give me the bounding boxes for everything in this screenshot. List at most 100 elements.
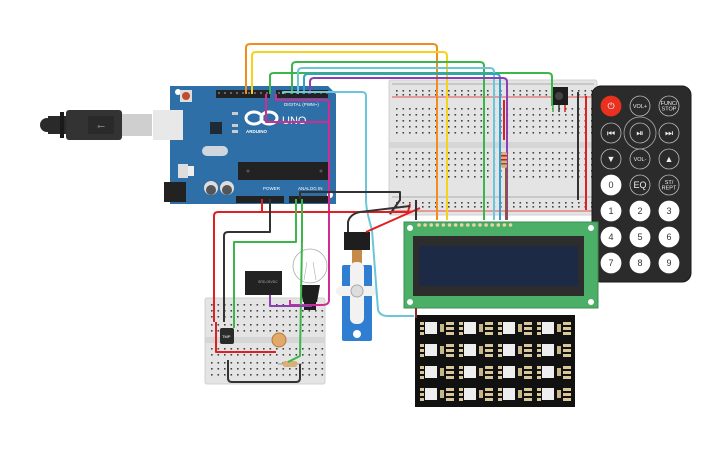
- wire-red-3: [215, 322, 276, 353]
- remote-button[interactable]: VOL-: [629, 148, 651, 170]
- remote-button[interactable]: VOL+: [629, 95, 651, 117]
- neopixel-led: [537, 322, 571, 335]
- svg-text:▲: ▲: [665, 154, 674, 164]
- lcd-pin[interactable]: [496, 223, 501, 227]
- arduino-logo: [244, 110, 279, 126]
- remote-button[interactable]: 1: [600, 200, 622, 222]
- neopixel-led: [498, 344, 532, 357]
- remote-button[interactable]: ⏮: [600, 122, 622, 144]
- analog-label: ANALOG IN: [298, 186, 323, 191]
- wire-green-3: [233, 199, 297, 328]
- neopixel-led: [420, 322, 454, 335]
- lcd-pin[interactable]: [435, 223, 440, 227]
- lcd-pin[interactable]: [508, 223, 513, 227]
- remote-button[interactable]: ⏻: [600, 95, 622, 117]
- ir-remote[interactable]: ⏻ VOL+ FUNC/STOP ⏮ ⏯ ⏭ ▼ VOL- ▲ 0 EQ ST/REPT 1 2 3 4 5 6 7…: [591, 85, 692, 283]
- digital-label: DIGITAL (PWM~): [284, 102, 319, 107]
- svg-text:5: 5: [637, 232, 642, 242]
- svg-text:▼: ▼: [607, 154, 616, 164]
- brand-label: ARDUINO: [246, 129, 267, 134]
- remote-button[interactable]: 5: [629, 226, 651, 248]
- wire-blue: [303, 73, 501, 220]
- lcd-display[interactable]: [403, 221, 599, 309]
- svg-text:SRD-05VDC: SRD-05VDC: [258, 280, 278, 284]
- remote-button[interactable]: 4: [600, 226, 622, 248]
- svg-text:TMP: TMP: [222, 334, 231, 339]
- lcd-pin[interactable]: [423, 223, 427, 227]
- svg-text:9: 9: [666, 258, 671, 268]
- lcd-pin[interactable]: [484, 223, 488, 227]
- svg-text:1: 1: [608, 206, 613, 216]
- lcd-pin[interactable]: [441, 223, 446, 227]
- wire-purple-relay: [269, 295, 312, 307]
- neopixel-led: [459, 322, 493, 335]
- wire-yellow: [251, 51, 448, 220]
- power-label: POWER: [263, 186, 281, 191]
- lcd-pin[interactable]: [472, 223, 476, 227]
- neopixel-led: [420, 366, 454, 379]
- lcd-screen: [419, 246, 578, 286]
- resistor-small: [278, 361, 302, 367]
- lcd-pin[interactable]: [459, 223, 464, 227]
- remote-button[interactable]: EQ: [629, 174, 651, 196]
- remote-button[interactable]: ⏭: [658, 122, 680, 144]
- neopixel-led: [498, 388, 532, 401]
- svg-text:8: 8: [637, 258, 642, 268]
- remote-button[interactable]: 7: [600, 252, 622, 274]
- resistor-large: [501, 152, 507, 168]
- neopixel-led: [537, 388, 571, 401]
- wire-magenta-2: [265, 94, 330, 123]
- svg-text:⏻: ⏻: [607, 101, 614, 111]
- remote-button[interactable]: ST/REPT: [658, 174, 680, 196]
- temperature-sensor: TMP: [220, 328, 234, 344]
- lcd-pin[interactable]: [466, 223, 470, 227]
- neopixel-led: [420, 344, 454, 357]
- remote-button[interactable]: ▼: [600, 148, 622, 170]
- lcd-pin[interactable]: [429, 223, 434, 227]
- remote-button[interactable]: 8: [629, 252, 651, 274]
- wire-black-servo: [347, 205, 411, 232]
- svg-text:FUNC/: FUNC/: [661, 101, 678, 107]
- lcd-pin[interactable]: [447, 223, 452, 227]
- remote-button[interactable]: FUNC/STOP: [658, 95, 680, 117]
- remote-button[interactable]: 6: [658, 226, 680, 248]
- remote-button[interactable]: 3: [658, 200, 680, 222]
- svg-text:7: 7: [608, 258, 613, 268]
- neopixel-led: [537, 366, 571, 379]
- wire-magenta-1: [275, 94, 330, 306]
- svg-text:STOP: STOP: [662, 107, 677, 113]
- remote-button[interactable]: 9: [658, 252, 680, 274]
- svg-text:⏯: ⏯: [636, 128, 643, 138]
- wire-green-2: [291, 61, 485, 220]
- neopixel-matrix: [415, 315, 575, 407]
- wire-black-2: [223, 199, 271, 322]
- svg-text:4: 4: [608, 232, 613, 242]
- neopixel-led: [498, 322, 532, 335]
- neopixel-led: [459, 366, 493, 379]
- wires: [213, 43, 587, 383]
- usb-icon: ⭠: [97, 121, 105, 132]
- lcd-pin[interactable]: [502, 223, 507, 227]
- svg-text:⏮: ⏮: [607, 128, 615, 138]
- svg-text:3: 3: [666, 206, 671, 216]
- remote-button[interactable]: ⏯: [629, 122, 651, 144]
- neopixel-led: [459, 344, 493, 357]
- svg-text:0: 0: [608, 180, 613, 190]
- wire-black-1: [299, 191, 401, 215]
- svg-text:⏭: ⏭: [665, 128, 673, 138]
- svg-text:EQ: EQ: [633, 180, 646, 190]
- lcd-pin[interactable]: [490, 223, 495, 227]
- arduino-uno-board[interactable]: DIGITAL (PWM~) UNO ARDUINO POWER ANALOG …: [153, 86, 336, 204]
- lcd-pin[interactable]: [417, 223, 421, 227]
- remote-button[interactable]: ▲: [658, 148, 680, 170]
- relay: SRD-05VDC: [245, 271, 282, 295]
- servo-motor[interactable]: [336, 232, 378, 341]
- lcd-pin[interactable]: [453, 223, 458, 227]
- neopixel-led: [537, 344, 571, 357]
- remote-button[interactable]: 2: [629, 200, 651, 222]
- lcd-pin[interactable]: [478, 223, 482, 227]
- power-jack: [164, 182, 186, 202]
- neopixel-led: [420, 388, 454, 401]
- remote-button[interactable]: 0: [600, 174, 622, 196]
